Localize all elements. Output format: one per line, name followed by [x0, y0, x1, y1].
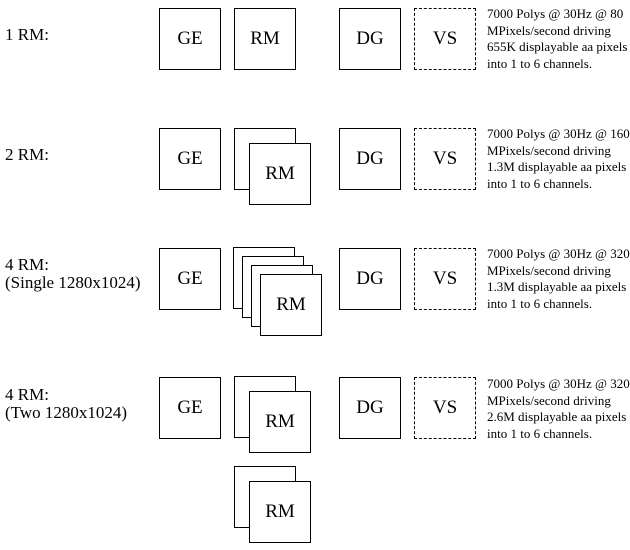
- rm-box-label: RM: [265, 411, 295, 432]
- dg-box-row4: DG: [339, 377, 401, 439]
- dg-box-label: DG: [356, 397, 384, 418]
- vs-box-label: VS: [432, 28, 458, 49]
- row-label-2rm: 2 RM:: [5, 145, 49, 164]
- ge-box-label: GE: [177, 28, 203, 49]
- ge-box-row1: GE: [159, 8, 221, 70]
- ge-box-label: GE: [177, 397, 203, 418]
- ge-box-label: GE: [177, 148, 203, 169]
- vs-box-row1: VS: [414, 8, 476, 70]
- row-label-1rm: 1 RM:: [5, 25, 49, 44]
- row-label-4rm-single: 4 RM: (Single 1280x1024): [5, 255, 141, 292]
- dg-box-label: DG: [356, 268, 384, 289]
- ge-box-row2: GE: [159, 128, 221, 190]
- description-row3: 7000 Polys @ 30Hz @ 320 MPixels/second d…: [487, 246, 630, 311]
- vs-box-row3: VS: [414, 248, 476, 310]
- vs-box-label: VS: [432, 397, 458, 418]
- description-row2: 7000 Polys @ 30Hz @ 160 MPixels/second d…: [487, 126, 630, 191]
- dg-box-row3: DG: [339, 248, 401, 310]
- rm-box-label: RM: [250, 28, 280, 49]
- description-row1: 7000 Polys @ 30Hz @ 80 MPixels/second dr…: [487, 6, 628, 71]
- rm-box-label: RM: [265, 501, 295, 522]
- dg-box-label: DG: [356, 148, 384, 169]
- rm-box-front-row4: RM: [249, 391, 311, 453]
- ge-box-row4: GE: [159, 377, 221, 439]
- dg-box-row1: DG: [339, 8, 401, 70]
- dg-box-row2: DG: [339, 128, 401, 190]
- vs-box-row4: VS: [414, 377, 476, 439]
- row-label-4rm-two: 4 RM: (Two 1280x1024): [5, 385, 128, 422]
- ge-box-label: GE: [177, 268, 203, 289]
- vs-box-row2: VS: [414, 128, 476, 190]
- rm-box-front-row3: RM: [260, 274, 322, 336]
- vs-box-label: VS: [432, 148, 458, 169]
- vs-box-label: VS: [432, 268, 458, 289]
- rm-box-label: RM: [265, 163, 295, 184]
- rm-box-row1: RM: [234, 8, 296, 70]
- rm-box-label: RM: [276, 294, 306, 315]
- dg-box-label: DG: [356, 28, 384, 49]
- rm-box-front-row2: RM: [249, 143, 311, 205]
- ge-box-row3: GE: [159, 248, 221, 310]
- description-row4: 7000 Polys @ 30Hz @ 320 MPixels/second d…: [487, 376, 630, 441]
- rm-box-front-row4-second: RM: [249, 481, 311, 543]
